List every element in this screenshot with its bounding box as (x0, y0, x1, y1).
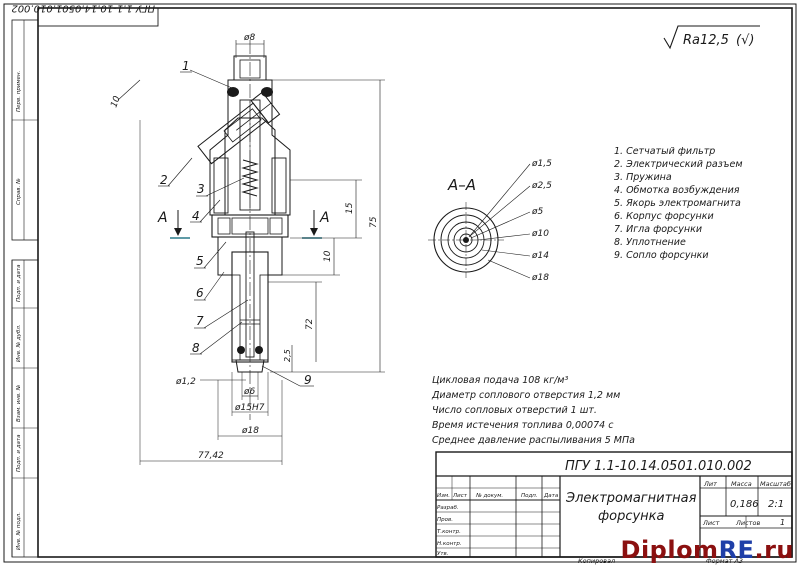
legend-item-9: 9. Сопло форсунки (614, 250, 709, 261)
main-dimensions: ø8 75 15 10 72 2,5 10 ø1,2 ø6 (109, 33, 385, 465)
scale-value: 2:1 (768, 499, 784, 510)
col-list: Лист (452, 493, 468, 499)
dim-25: 2,5 (283, 349, 292, 362)
section-dim-4: ø10 (531, 229, 549, 239)
legend-item-7: 7. Игла форсунки (614, 224, 702, 235)
spec-line-5: Среднее давление распыливания 5 МПа (432, 435, 635, 446)
side-label-2: Справ. № (16, 178, 22, 205)
outer-frame (3, 3, 797, 563)
rotated-stamp: ПГУ 1.1-10.14.0501.010.002 (11, 3, 159, 27)
dim-d12: ø1,2 (175, 377, 196, 387)
watermark-part-c: .ru (754, 536, 794, 564)
format-label: Формат А3 (706, 557, 743, 565)
callout-8: 8 (192, 341, 200, 355)
dim-75: 75 (369, 216, 379, 228)
callouts: 1 2 3 4 5 6 7 8 9 (158, 59, 314, 387)
dim-d15h7: ø15H7 (234, 403, 265, 413)
spec-line-4: Время истечения топлива 0,00074 с (432, 420, 614, 431)
cut-label-right: А (319, 210, 330, 226)
callout-4: 4 (192, 209, 200, 223)
cut-label-left: А (157, 210, 168, 226)
side-label-6: Подп. и дата (16, 434, 22, 472)
callout-5: 5 (196, 254, 204, 268)
legend-item-3: 3. Пружина (614, 172, 672, 183)
spec-line-2: Диаметр соплового отверстия 1,2 мм (431, 390, 620, 401)
col-date: Дата (543, 493, 559, 499)
sheets-value: 1 (780, 518, 785, 527)
section-dim-3: ø5 (531, 207, 544, 217)
col-izm: Изм. (437, 493, 450, 499)
side-label-5: Взам. инв. № (16, 384, 22, 422)
spec-line-3: Число сопловых отверстий 1 шт. (432, 405, 597, 416)
row-razrab: Разраб. (437, 505, 459, 511)
rotated-stamp-code: ПГУ 1.1-10.14.0501.010.002 (11, 3, 155, 14)
legend-item-8: 8. Уплотнение (614, 237, 686, 248)
row-prov: Пров. (437, 517, 453, 523)
watermark-part-b: RE (718, 536, 755, 564)
legend-item-2: 2. Электрический разъем (614, 159, 743, 170)
callout-7: 7 (196, 314, 204, 328)
spec-line-1: Цикловая подача 108 кг/м³ (432, 375, 568, 386)
dim-d6: ø6 (243, 387, 256, 397)
section-dim-6: ø18 (531, 273, 549, 283)
callout-6: 6 (196, 286, 204, 300)
callout-9: 9 (304, 373, 312, 387)
section-dim-2: ø2,5 (531, 181, 552, 191)
roughness-suffix: (√) (736, 33, 754, 48)
sheet-label: Лист (702, 519, 720, 527)
copied-label: Копировал (578, 557, 615, 565)
watermark-part-a: Diplom (620, 536, 719, 564)
row-utv: Утв. (437, 551, 449, 557)
callout-3: 3 (197, 182, 205, 196)
title-name-line2: форсунка (598, 509, 665, 524)
drawing-frame (37, 7, 793, 558)
title-name-line1: Электромагнитная (565, 491, 697, 506)
side-strip: Перв. примен. Справ. № Подп. и дата Инв.… (11, 19, 39, 558)
legend-item-4: 4. Обмотка возбуждения (614, 185, 740, 196)
col-sign: Подп. (521, 493, 538, 499)
dim-7742: 77,42 (198, 451, 224, 461)
section-dim-1: ø1,5 (531, 159, 552, 169)
dim-d18: ø18 (241, 426, 259, 436)
parts-legend: 1. Сетчатый фильтр 2. Электрический разъ… (614, 146, 743, 261)
sheets-label: Листов (735, 519, 760, 527)
dim-15: 15 (345, 202, 355, 214)
injector-section (197, 40, 291, 420)
callout-2: 2 (160, 173, 168, 187)
row-nkontr: Н.контр. (437, 541, 462, 547)
callout-1: 1 (182, 59, 190, 73)
mass-value: 0,186 (730, 499, 759, 510)
side-label-4: Инв. № дубл. (16, 324, 22, 362)
dim-10a: 10 (109, 95, 122, 109)
col-doc: № докум. (475, 493, 503, 499)
roughness-value: Ra12,5 (683, 33, 729, 48)
title-block: ПГУ 1.1-10.14.0501.010.002 Изм. Лист № д… (435, 451, 793, 558)
legend-item-6: 6. Корпус форсунки (614, 211, 714, 222)
legend-item-5: 5. Якорь электромагнита (614, 198, 741, 209)
specs-block: Цикловая подача 108 кг/м³ Диаметр соплов… (431, 375, 635, 446)
section-title: А–А (447, 176, 476, 194)
roughness-symbol: Ra12,5 (√) (663, 25, 760, 50)
side-label-3: Подп. и дата (16, 264, 22, 302)
hdr-lit: Лит (703, 480, 717, 488)
dim-d8: ø8 (243, 33, 256, 43)
side-label-7: Инв. № подл. (16, 512, 22, 550)
legend-item-1: 1. Сетчатый фильтр (614, 146, 715, 157)
title-code: ПГУ 1.1-10.14.0501.010.002 (565, 459, 752, 474)
side-label-1: Перв. примен. (16, 70, 22, 112)
hdr-scale: Масштаб (760, 480, 791, 488)
section-dim-5: ø14 (531, 251, 549, 261)
section-view: А–А ø1,5 ø2,5 ø5 ø10 ø14 ø18 (428, 159, 552, 283)
hdr-mass: Масса (731, 480, 752, 488)
watermark-logo: DiplomRE.ru (621, 536, 794, 564)
row-tkontr: Т.контр. (437, 529, 461, 535)
dim-72: 72 (305, 318, 315, 330)
dim-10b: 10 (323, 250, 333, 262)
